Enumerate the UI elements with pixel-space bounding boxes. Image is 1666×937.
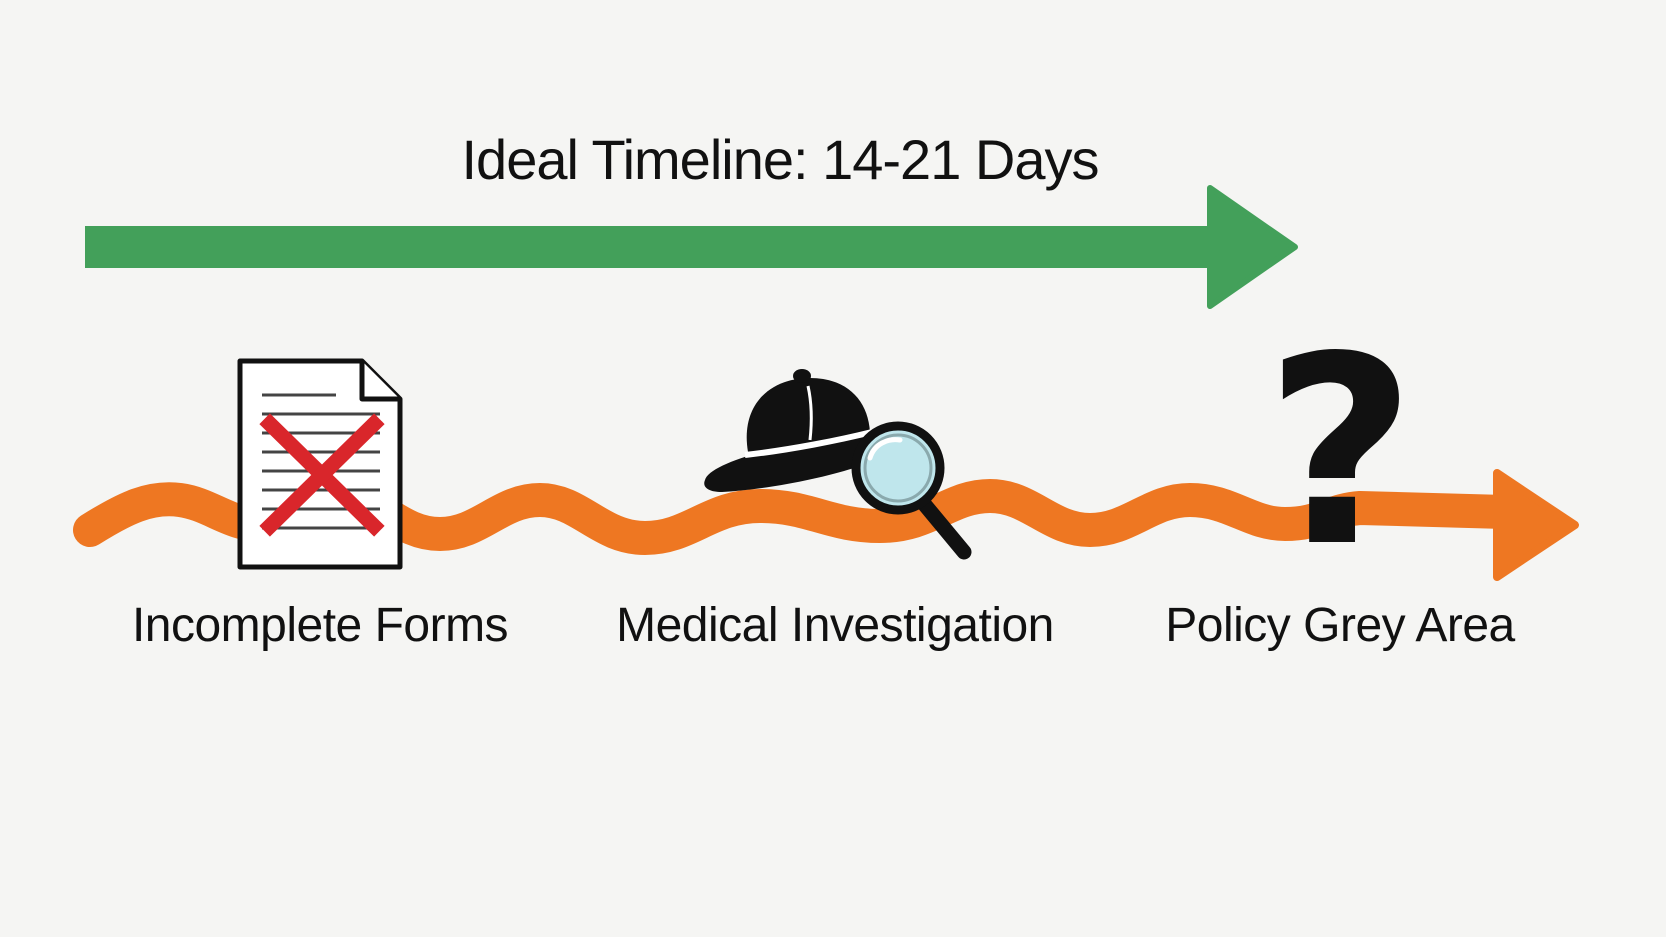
magnifier-handle	[917, 497, 972, 560]
hat-band	[744, 429, 873, 458]
ideal-timeline-arrow	[85, 185, 1298, 309]
hat-brim	[704, 436, 900, 492]
obstacle-label-medical-investigation: Medical Investigation	[616, 599, 1054, 652]
obstacle-label-policy-grey-area: Policy Grey Area	[1165, 599, 1515, 652]
wavy-arrow-head	[1493, 469, 1579, 581]
detective-hat-magnifier-icon	[704, 369, 972, 560]
magnifier-glare	[867, 437, 903, 461]
ideal-arrow-shaft	[85, 226, 1225, 268]
red-cross-mark	[259, 413, 385, 537]
diagram-title: Ideal Timeline: 14-21 Days	[461, 128, 1099, 191]
document-fold	[359, 361, 400, 402]
hat-button	[793, 369, 811, 383]
ideal-arrow-head	[1207, 185, 1298, 309]
crossed-out-document-icon	[237, 358, 403, 570]
question-mark-icon: ?	[1265, 302, 1416, 604]
hat-seam	[806, 385, 813, 441]
hat-crown	[746, 378, 871, 452]
obstacle-label-incomplete-forms: Incomplete Forms	[131, 599, 509, 652]
magnifier-lens-rim	[863, 433, 933, 503]
